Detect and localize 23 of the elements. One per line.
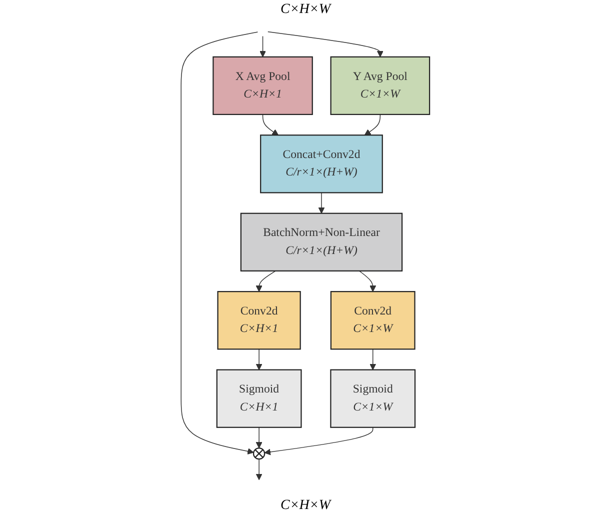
- node-box: Sigmoid C×1×W: [330, 369, 416, 428]
- arrow: [318, 192, 325, 214]
- arrow: [262, 114, 279, 136]
- node-box: Y Avg Pool C×1×W: [330, 56, 430, 116]
- arrow: [256, 270, 276, 292]
- arrow: [370, 348, 376, 370]
- node-box: Sigmoid C×H×1: [216, 369, 302, 428]
- node-box: Concat+Conv2d C/r×1×(H+W): [260, 134, 384, 194]
- arrow: [364, 114, 381, 136]
- arrow: [256, 427, 262, 448]
- dimension-label: C×H×W: [280, 498, 330, 514]
- dimension-label: C×H×W: [280, 2, 330, 18]
- arrow: [264, 427, 374, 456]
- arrow: [180, 32, 258, 454]
- node-box: Conv2d C×H×1: [217, 291, 302, 350]
- arrow: [256, 348, 262, 370]
- arrow: [260, 36, 266, 58]
- node-box: X Avg Pool C×H×1: [212, 56, 314, 116]
- node-box: Conv2d C×1×W: [330, 291, 416, 350]
- arrow: [268, 31, 384, 58]
- node-box: BatchNorm+Non-Linear C/r×1×(H+W): [240, 212, 403, 272]
- arrow: [256, 458, 262, 480]
- arrow: [359, 270, 376, 292]
